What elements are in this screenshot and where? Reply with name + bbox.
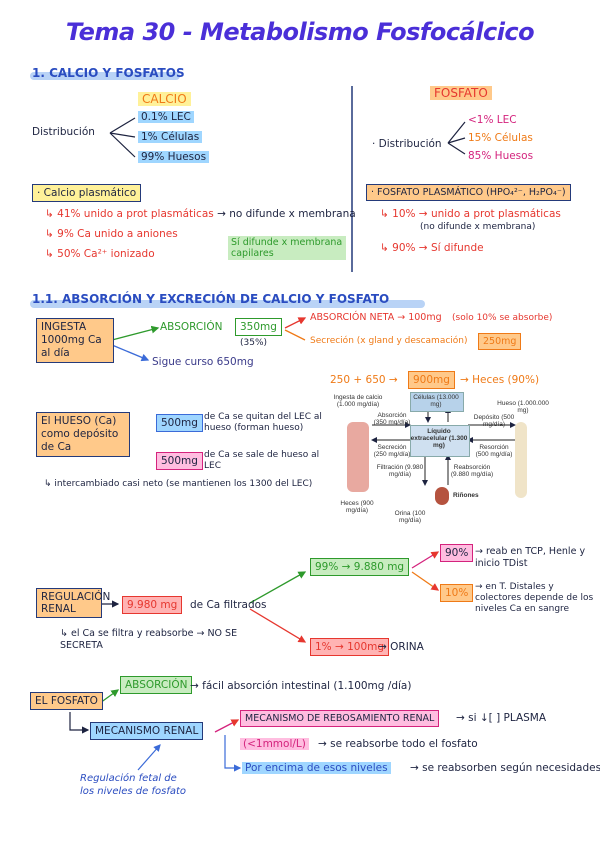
calcium-balance-figure: Ingesta de calcio (1.000 mg/día) Absorci… — [333, 392, 555, 542]
calcio-plasmatico-label: · Calcio plasmático — [32, 184, 142, 202]
sigue-curso: Sigue curso 650mg — [152, 356, 254, 368]
fosfato-absorcion-text: → fácil absorción intestinal (1.100mg /d… — [190, 680, 412, 692]
reab-mecanismo-text: → si ↓[ ] PLASMA — [456, 712, 547, 724]
el-fosfato-box: EL FOSFATO — [30, 692, 103, 710]
fig-secrecion: Secreción (250 mg/día) — [373, 444, 411, 458]
fig-deposito: Depósito (500 mg/día) — [473, 414, 515, 428]
fosfato-dist-lec: <1% LEC — [468, 114, 517, 126]
calcio-dist-celulas: 1% Células — [138, 131, 203, 143]
absorcion-label: ABSORCIÓN — [160, 321, 223, 333]
fig-rinones: Riñones — [453, 492, 479, 499]
absorcion-pct: (35%) — [240, 338, 268, 348]
fosfato-dist-celulas: 15% Células — [468, 132, 533, 144]
calcio-difunde-note: Sí difunde x membrana capilares — [228, 236, 346, 260]
fig-absorcion: Absorción (350 mg/día) — [373, 412, 411, 426]
cells-box — [410, 392, 464, 412]
fosfato-plasma-line-2: (no difunde x membrana) — [420, 222, 536, 232]
filtrados-value: 9.980 mg — [122, 596, 183, 614]
calcio-label: CALCIO — [138, 92, 191, 106]
filtrados-text: de Ca filtrados — [190, 599, 267, 611]
mecanismo-renal-box: MECANISMO RENAL — [90, 722, 204, 740]
fig-liquido: Líquido extracelular (1.300 mg) — [410, 428, 468, 449]
absorcion-neta: ABSORCIÓN NETA → 100mg — [310, 312, 442, 323]
section-highlight — [30, 300, 425, 308]
sum-value: 900mg — [408, 371, 455, 389]
pct10-value: 10% — [440, 584, 474, 602]
sum-text: 250 + 650 → — [330, 374, 398, 386]
ca-secretion-note: ↳ el Ca se filtra y reabsorbe → NO SE SE… — [60, 628, 238, 651]
fosfato-plasma-line-3: ↳ 90% → Sí difunde — [380, 242, 484, 254]
fig-hueso: Hueso (1.000.000 mg) — [497, 400, 549, 414]
section-1-heading: 1. CALCIO Y FOSFATOS — [32, 66, 185, 80]
calcio-distribucion-label: Distribución — [32, 126, 95, 138]
reabsorbido-value: 99% → 9.880 mg — [310, 558, 410, 576]
hueso-resorb-value: 500mg — [156, 452, 203, 470]
fosfato-dist-huesos: 85% Huesos — [468, 150, 534, 162]
ingesta-box: INGESTA 1000mg Ca al día — [36, 318, 114, 363]
bone-image — [515, 422, 527, 498]
page-title: Tema 30 - Metabolismo Fosfocálcico — [65, 18, 535, 46]
calcio-plasma-line-1: ↳ 41% unido a prot plasmáticas → no difu… — [45, 208, 356, 220]
fig-heces: Heces (900 mg/día) — [340, 500, 374, 514]
ecf-box — [410, 425, 470, 457]
fig-celulas: Células (13.000 mg) — [413, 394, 459, 408]
calcio-dist-huesos: 99% Huesos — [138, 151, 210, 163]
kidney-image — [435, 487, 449, 505]
intercambio-note: ↳ intercambiado casi neto (se mantienen … — [44, 479, 313, 489]
pct90-value: 90% — [440, 544, 474, 562]
fig-filtracion: Filtración (9.980 mg/día) — [376, 464, 424, 478]
secrecion-value: 250mg — [478, 333, 522, 350]
fig-ingesta: Ingesta de calcio (1.000 mg/día) — [333, 394, 383, 408]
section-2-heading: 1.1. ABSORCIÓN Y EXCRECIÓN DE CALCIO Y F… — [32, 292, 390, 306]
fig-orina: Orina (100 mg/día) — [394, 510, 426, 524]
hueso-deposit-text: de Ca se quitan del LEC al hueso (forman… — [204, 412, 322, 433]
fosfato-distribucion-label: · Distribución — [372, 138, 442, 150]
regulacion-renal-box: REGULACIÓN RENAL — [36, 588, 110, 618]
orina-value: 1% → 100mg — [310, 638, 390, 656]
fig-reabsorcion: Reabsorción (9.880 mg/día) — [450, 464, 494, 478]
fig-resorcion: Resorción (500 mg/día) — [475, 444, 513, 458]
regulacion-fetal-note: Regulación fetal de los niveles de fosfa… — [80, 773, 187, 797]
orina-text: → ORINA — [378, 641, 424, 653]
lt1-text: → se reabsorbe todo el fosfato — [318, 738, 478, 750]
absorcion-value: 350mg — [235, 318, 282, 336]
por-encima-text: → se reabsorben según necesidades — [410, 762, 600, 774]
intestine-image — [347, 422, 369, 492]
section-highlight — [30, 72, 180, 80]
calcio-dist-lec: 0.1% LEC — [138, 111, 194, 123]
fosfato-plasma-line-1: ↳ 10% → unido a prot plasmáticas — [380, 208, 561, 220]
hueso-deposit-value: 500mg — [156, 414, 203, 432]
calcio-plasma-line-2: ↳ 9% Ca unido a aniones — [45, 228, 178, 240]
calcio-plasma-line-3: ↳ 50% Ca²⁺ ionizado — [45, 248, 155, 260]
secrecion: Secreción (x gland y descamación) — [310, 336, 468, 346]
hueso-resorb-text: de Ca se sale de hueso al LEC — [204, 450, 320, 471]
hueso-box: El HUESO (Ca) como depósito de Ca — [36, 412, 130, 457]
lt1-label: (<1mmol/L) — [240, 738, 309, 750]
heces-text: → Heces (90%) — [460, 374, 540, 386]
reab-mecanismo-box: MECANISMO DE REBOSAMIENTO RENAL — [240, 710, 440, 727]
por-encima-label: Por encima de esos niveles — [242, 762, 391, 774]
pct90-text: → reab en TCP, Henle y inicio TDist — [475, 546, 586, 569]
absorcion-neta-note: (solo 10% se absorbe) — [452, 313, 553, 323]
pct10-text: → en T. Distales y colectores depende de… — [475, 582, 594, 614]
fosfato-label: FOSFATO — [430, 86, 492, 100]
fosfato-plasmatico-label: · FOSFATO PLASMÁTICO (HPO₄²⁻, H₂PO₄⁻) — [366, 184, 571, 201]
fosfato-absorcion: ABSORCIÓN — [120, 676, 193, 694]
